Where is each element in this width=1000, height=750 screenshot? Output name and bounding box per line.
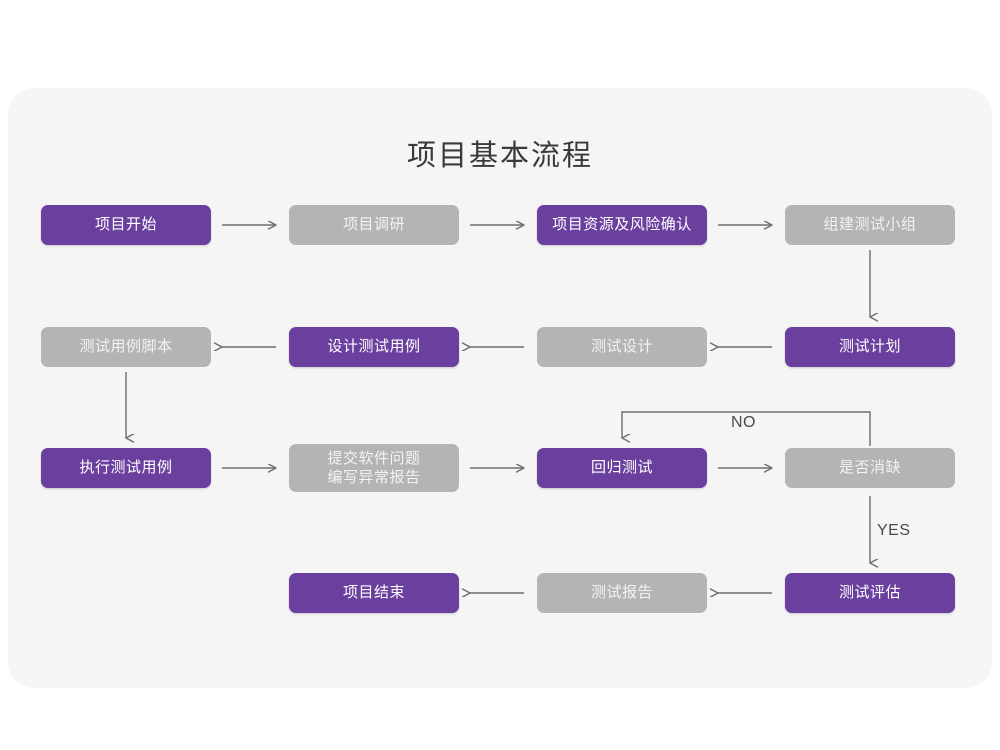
page-title: 项目基本流程 [406,140,593,172]
node-execute-test-cases[interactable]: 执行测试用例 [41,448,211,488]
node-test-design[interactable]: 测试设计 [537,327,707,367]
node-resource-risk-confirm[interactable]: 项目资源及风险确认 [537,205,707,245]
node-test-plan[interactable]: 测试计划 [785,327,955,367]
node-regression-test[interactable]: 回归测试 [537,448,707,488]
node-submit-issue-report-line1: 提交软件问题 [327,449,421,467]
node-project-start[interactable]: 项目开始 [41,205,211,245]
node-test-case-script[interactable]: 测试用例脚本 [41,327,211,367]
edge-label-no: NO [731,414,756,431]
node-design-test-cases[interactable]: 设计测试用例 [289,327,459,367]
node-test-report[interactable]: 测试报告 [537,573,707,613]
edge-label-yes: YES [877,522,911,539]
node-project-research[interactable]: 项目调研 [289,205,459,245]
node-defect-cleared[interactable]: 是否消缺 [785,448,955,488]
node-submit-issue-report-line2: 编写异常报告 [327,469,421,486]
node-project-end[interactable]: 项目结束 [289,573,459,613]
node-form-test-team[interactable]: 组建测试小组 [785,205,955,245]
node-submit-issue-report[interactable]: 提交软件问题 编写异常报告 [289,444,459,492]
node-test-evaluation[interactable]: 测试评估 [785,573,955,613]
